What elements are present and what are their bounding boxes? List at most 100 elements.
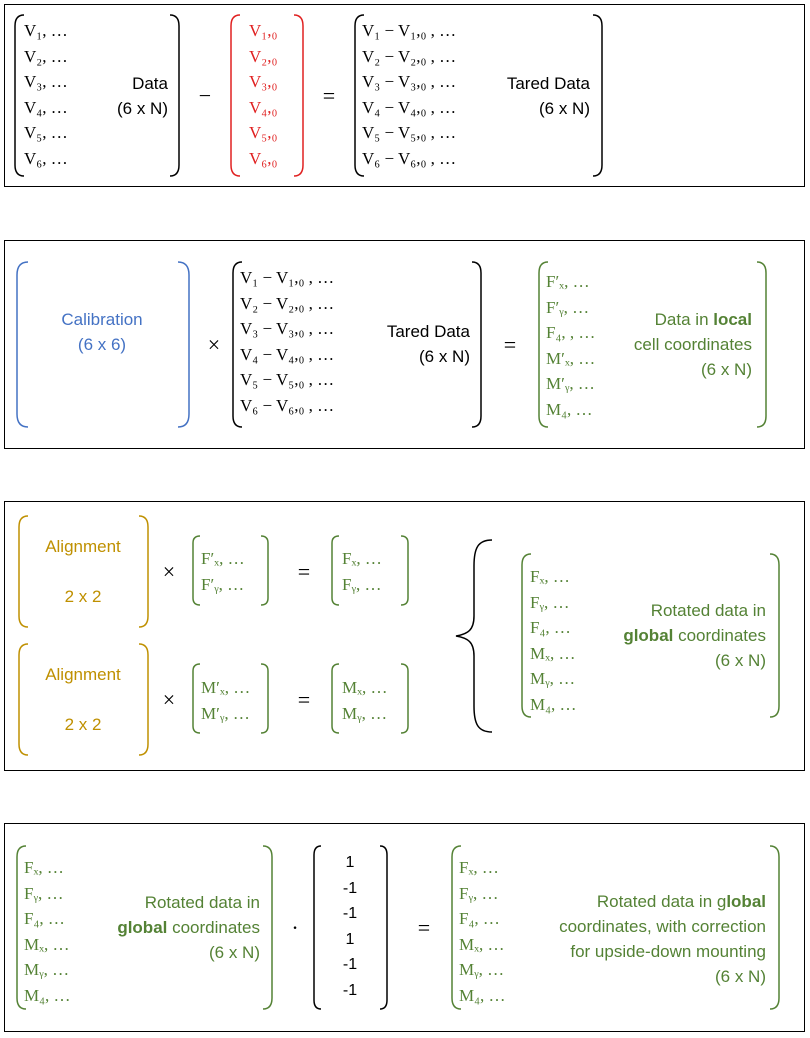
times-operator: × (207, 332, 221, 357)
matrix-row: V₃, … (24, 72, 68, 91)
matrix-row: Mᵧ, … (342, 703, 388, 723)
raw-data-rows: V₁, …V₂, …V₃, …V₄, …V₅, …V₆, … (24, 18, 68, 171)
matrix-row: V₅ − V₅,₀ , … (362, 123, 457, 142)
input-rotated-right-bracket (262, 845, 273, 1010)
matrix-row: Mₓ, … (459, 934, 505, 954)
matrix-row: F₄, … (24, 909, 65, 928)
equals-operator-2: = (503, 332, 517, 357)
matrix-row: V₆ − V₆,₀ , … (362, 148, 457, 168)
matrix-row: M₄, … (546, 399, 593, 419)
matrix-row: Fₓ, … (24, 858, 64, 877)
matrix-row: Mₓ, … (342, 678, 388, 697)
force-global-right-bracket (400, 535, 409, 606)
local-data-right-bracket (756, 261, 767, 428)
matrix-row: F₄, , … (546, 323, 596, 342)
matrix-row: M′ᵧ, … (201, 703, 250, 723)
matrix-row: Fₓ, … (459, 858, 499, 877)
matrix-row: V₃,₀ (249, 72, 278, 91)
corrected-right-bracket (769, 845, 780, 1010)
moment-local-left-bracket (192, 663, 201, 734)
force-global-rows: Fₓ, …Fᵧ, … (342, 547, 382, 598)
matrix-row: M′ᵧ, … (546, 374, 595, 393)
matrix-row: V₆ − V₆,₀ , … (240, 395, 335, 415)
matrix-row: Fᵧ, … (530, 592, 570, 612)
minus-operator: − (198, 83, 212, 108)
calibration-left-bracket (16, 261, 29, 428)
moment-global-rows: Mₓ, … Mᵧ, … (342, 676, 388, 727)
tare-right-bracket (293, 14, 304, 177)
matrix-row: V₂ − V₂,₀ , … (362, 46, 457, 66)
input-rotated-label-post: coordinates (6 x N) (172, 918, 260, 962)
matrix-row: F′ᵧ, … (546, 297, 590, 317)
rotated-data-rows: Fₓ, …Fᵧ, …F₄, …Mₓ, …Mᵧ, …M₄, … (530, 565, 577, 718)
matrix-row: V₅ − V₅,₀ , … (240, 370, 335, 389)
calibration-matrix-label: Calibration (6 x 6) (61, 310, 143, 354)
matrix-row: 1 (345, 930, 355, 948)
matrix-row: V₁ − V₁,₀ , … (362, 21, 457, 40)
tared-data-rows: V₁ − V₁,₀ , … V₂ − V₂,₀ , … V₃ − V₃,₀ , … V… (362, 18, 456, 171)
matrix-row: V₆, … (24, 148, 68, 168)
matrix-row: V₁,₀ (249, 21, 278, 40)
matrix-row: V₃ − V₃,₀ , … (362, 72, 457, 91)
matrix-row: -1 (342, 905, 358, 922)
corrected-data-label: Rotated data in global coordinates, with… (512, 889, 766, 989)
corrected-label-pre: Rotated data in g (596, 892, 727, 911)
local-label-post: cell coordinates (6 x N) (633, 335, 752, 379)
matrix-row: Mₓ, … (530, 643, 576, 663)
calibration-right-bracket (177, 261, 190, 428)
matrix-row: V₆,₀ (249, 148, 278, 168)
matrix-row: Fₓ, … (530, 567, 570, 586)
force-local-right-bracket (260, 535, 269, 606)
local-label-bold: local (713, 310, 752, 329)
rotated-left-bracket (521, 553, 532, 718)
matrix-row: V₄, … (24, 97, 68, 117)
tared-data-label: Tared Data (6 x N) (506, 74, 590, 118)
raw-data-right-bracket (169, 14, 180, 177)
matrix-row: F′ᵧ, … (201, 574, 245, 594)
local-label-pre: Data in (654, 310, 714, 329)
calibration-step-panel (4, 240, 805, 449)
matrix-row: M₄, … (24, 985, 71, 1005)
tared-right-bracket (592, 14, 603, 177)
matrix-row: V₁, … (24, 21, 68, 40)
matrix-row: Fₓ, … (342, 549, 382, 568)
matrix-row: V₄ − V₄,₀ , … (362, 97, 457, 117)
matrix-row: F₄, … (530, 618, 571, 637)
input-rotated-label-pre: Rotated data in (144, 893, 260, 912)
matrix-row: F₄, … (459, 909, 500, 928)
raw-data-left-bracket (14, 14, 25, 177)
matrix-row: F′ₓ, … (201, 549, 245, 568)
rotated-right-bracket (769, 553, 780, 718)
matrix-row: M₄, … (459, 985, 506, 1005)
tared-right-bracket-2 (471, 261, 482, 428)
force-local-left-bracket (192, 535, 201, 606)
tare-step-panel (4, 4, 805, 187)
moment-global-left-bracket (331, 663, 340, 734)
moment-local-rows: M′ₓ, …M′ᵧ, … (201, 676, 250, 727)
local-data-left-bracket (538, 261, 549, 428)
matrix-row: V₂ − V₂,₀ , … (240, 293, 335, 313)
dot-operator: · (291, 915, 299, 940)
corrected-label-bold: lobal (726, 892, 766, 911)
sign-vector-right-bracket (379, 845, 388, 1010)
matrix-row: V₄ − V₄,₀ , … (240, 344, 335, 364)
corrected-left-bracket (451, 845, 462, 1010)
times-operator-moment: × (162, 687, 176, 712)
matrix-row: Mᵧ, … (459, 960, 505, 979)
matrix-row: -1 (342, 956, 358, 973)
matrix-row: Mᵧ, … (24, 960, 70, 979)
mounting-correction-panel (4, 823, 805, 1032)
matrix-row: M′ₓ, … (546, 348, 596, 368)
matrix-row: M₄, … (530, 694, 577, 714)
matrix-row: Mₓ, … (24, 934, 70, 954)
matrix-row: Fᵧ, … (459, 883, 499, 903)
local-data-rows: F′ₓ, …F′ᵧ, …F₄, , …M′ₓ, …M′ᵧ, …M₄, … (546, 270, 595, 423)
force-global-left-bracket (331, 535, 340, 606)
matrix-row: V₁ − V₁,₀ , … (240, 268, 335, 287)
equals-operator: = (322, 83, 336, 108)
tared-left-bracket (354, 14, 365, 177)
matrix-row: -1 (342, 879, 358, 897)
alignment-force-label: Alignment 2 x 2 (45, 537, 121, 606)
alignment-top-right-bracket (138, 515, 149, 628)
